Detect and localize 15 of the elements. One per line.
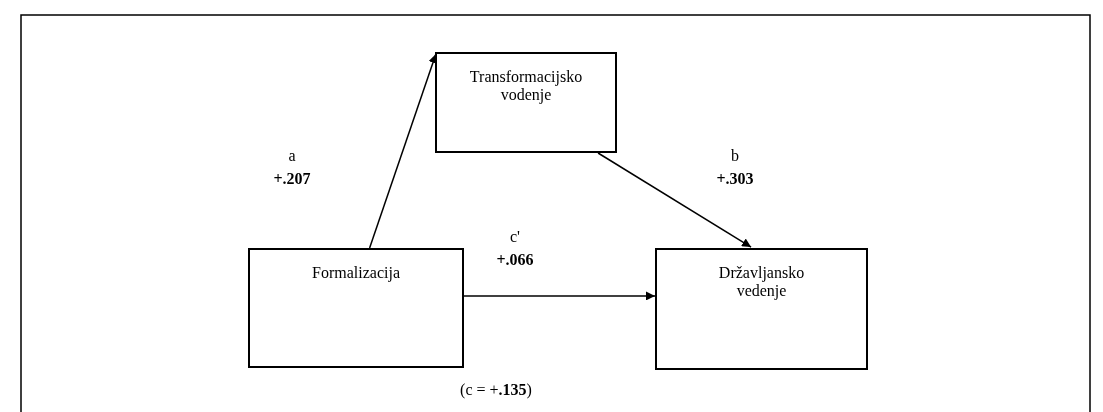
path-name: c': [510, 228, 520, 246]
node-label: Transformacijsko vodenje: [468, 68, 584, 104]
coefficient: +.066: [496, 251, 534, 269]
coefficient: +.303: [716, 170, 754, 188]
arrow: [597, 152, 752, 248]
coefficient: +.207: [273, 170, 311, 188]
arrow: [463, 291, 656, 301]
path-name: a: [288, 147, 296, 165]
process-box: [435, 52, 617, 153]
node-label: Državljansko vedenje: [717, 264, 806, 300]
path-name: b: [731, 147, 739, 165]
process-box: [248, 248, 464, 368]
total-effect-note: (c = +.135): [460, 381, 532, 399]
node-label: Formalizacija: [312, 264, 400, 282]
process-box: [655, 248, 868, 370]
